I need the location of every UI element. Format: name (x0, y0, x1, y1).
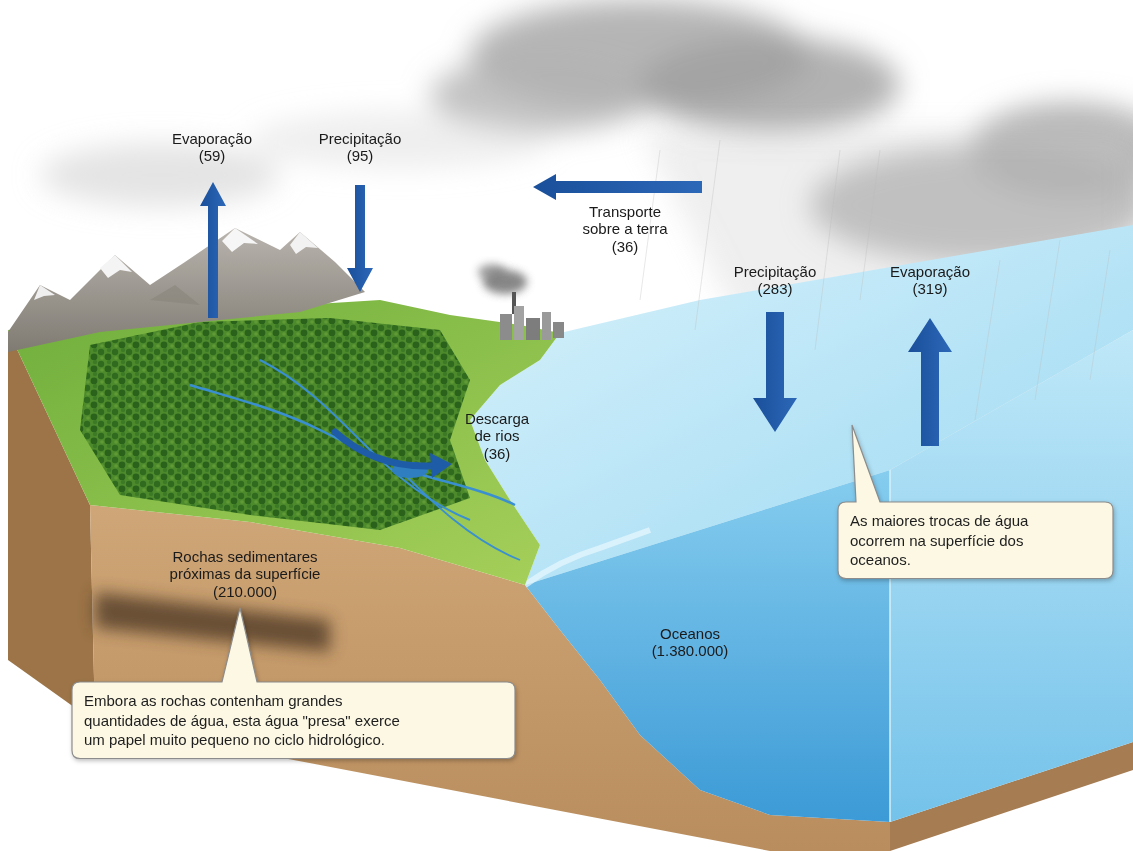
flow-label: Precipitação (95) (313, 130, 408, 165)
mountains (8, 228, 365, 352)
callout-text: Embora as rochas contenham grandes quant… (84, 691, 424, 750)
callout-box: Embora as rochas contenham grandes quant… (72, 682, 515, 759)
precipitation-arrow (347, 185, 373, 292)
precipitation-arrow (753, 312, 797, 432)
evaporation-arrow (200, 182, 226, 318)
flow-label: Transporte sobre a terra (36) (575, 203, 675, 255)
flow-label: Evaporação (319) (883, 263, 978, 298)
rain-streak (815, 150, 840, 350)
snow-cap (34, 285, 55, 300)
evaporation-arrow (908, 318, 952, 446)
river (400, 470, 520, 560)
callout-box: As maiores trocas de água ocorrem na sup… (838, 502, 1113, 579)
rain-streak (695, 140, 720, 330)
river-discharge-arrow (335, 432, 432, 466)
snow-cap (100, 255, 132, 278)
flow-label: Precipitação (283) (728, 263, 823, 298)
river (190, 385, 515, 505)
building (542, 312, 551, 340)
mountain-shade (150, 285, 200, 305)
building (553, 322, 564, 338)
rain-streak (860, 150, 880, 300)
smoke (478, 264, 506, 280)
flow-label: Descarga de rios (36) (461, 410, 533, 462)
snow-cap (222, 228, 258, 252)
ocean-cross-section (525, 470, 890, 822)
rain-streak (975, 260, 1000, 420)
rain-streak (1035, 240, 1060, 400)
snow-cap (290, 232, 318, 254)
forest (80, 318, 470, 530)
river-discharge-arrowhead (430, 453, 452, 478)
rain (640, 140, 1110, 420)
flow-label: Evaporação (59) (165, 130, 260, 165)
shelf-shallows (525, 530, 650, 585)
cloud (250, 112, 550, 168)
flow-label: Oceanos (1.380.000) (645, 625, 735, 660)
building (500, 314, 512, 340)
callout-text: As maiores trocas de água ocorrem na sup… (850, 511, 1055, 570)
land-surface (8, 300, 560, 585)
callout-shape (72, 608, 515, 759)
cloud (40, 143, 280, 207)
rain-streak (1090, 250, 1110, 380)
sedimentary-rocks (95, 592, 330, 652)
cloud (640, 37, 900, 133)
river (260, 360, 470, 520)
flow-label: Rochas sedimentares próximas da superfíc… (160, 548, 330, 600)
building (514, 306, 524, 340)
transport-arrow (533, 174, 702, 200)
callout-shape (838, 425, 1113, 579)
building (526, 318, 540, 340)
